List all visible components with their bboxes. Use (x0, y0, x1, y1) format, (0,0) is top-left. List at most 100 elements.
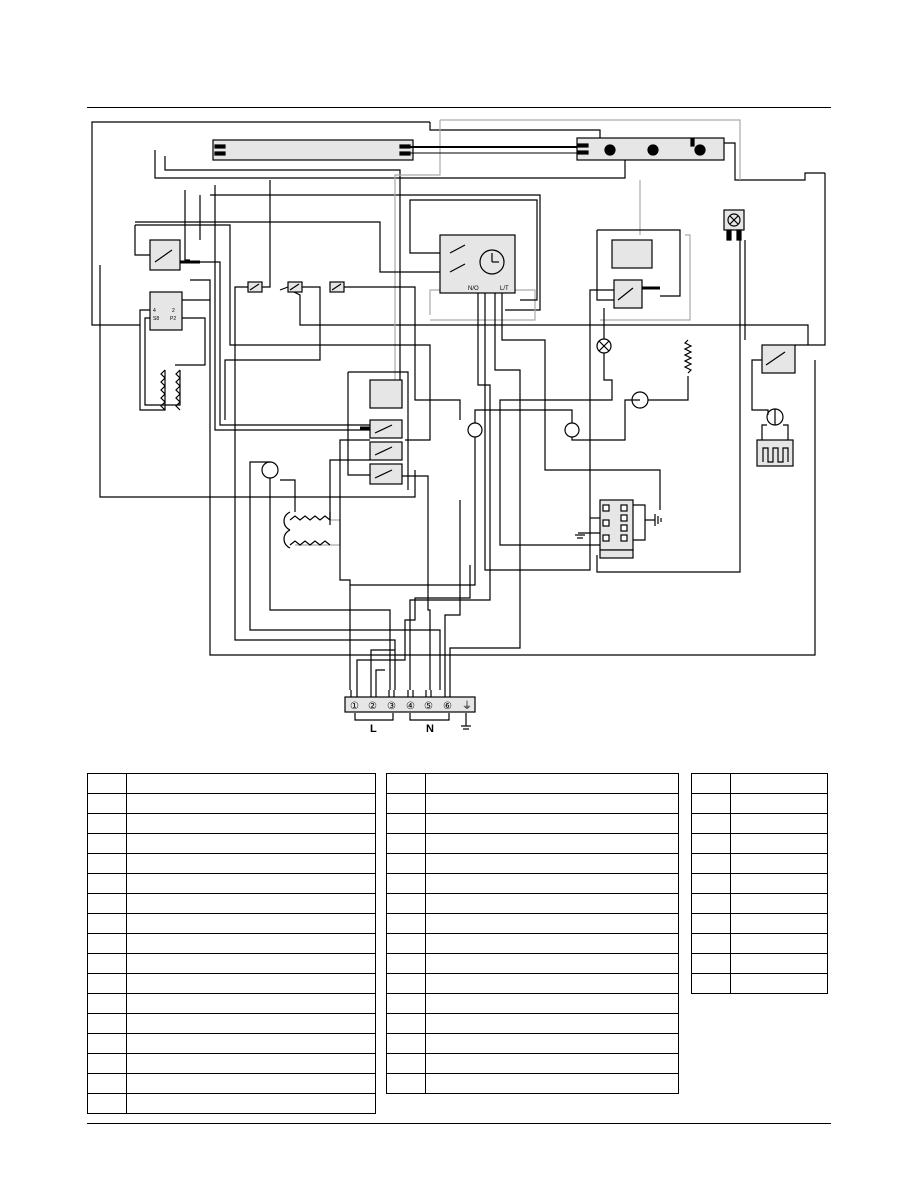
legend-number-cell (386, 933, 426, 954)
timer: N/O L/T (135, 199, 661, 690)
timer-no-label: N/O (468, 286, 479, 292)
legend-row (691, 793, 828, 814)
legend-description-cell (425, 773, 679, 794)
legend-row (87, 1073, 376, 1094)
legend-row (87, 1013, 376, 1034)
legend-number-cell (87, 833, 127, 854)
legend-number-cell (87, 933, 127, 954)
thermostat-right (500, 229, 681, 571)
svg-text:2: 2 (172, 308, 175, 314)
legend-row (87, 813, 376, 834)
legend-description-cell (425, 833, 679, 854)
terminal-block: ① ② ③ ④ ⑤ ⑥ ⏚ L N (344, 500, 476, 735)
legend-description-cell (730, 953, 828, 974)
legend-description-cell (126, 873, 376, 894)
legend-row (691, 973, 828, 994)
legend-row (386, 913, 679, 934)
legend-description-cell (425, 1013, 679, 1034)
legend-row (386, 853, 679, 874)
legend-description-cell (126, 913, 376, 934)
legend-number-cell (691, 853, 731, 874)
legend-description-cell (730, 833, 828, 854)
legend-table-1 (87, 773, 376, 1114)
legend-description-cell (730, 973, 828, 994)
heating-element-long (212, 139, 580, 161)
legend-row (386, 933, 679, 954)
lamp-icon (723, 209, 745, 241)
legend-row (386, 1013, 679, 1034)
door-switch-left (134, 224, 431, 441)
legend-row (386, 793, 679, 814)
legend-description-cell (126, 1053, 376, 1074)
legend-table-3 (691, 773, 828, 994)
oven-lamp (499, 308, 693, 546)
legend-description-cell (425, 813, 679, 834)
legend-number-cell (87, 773, 127, 794)
legend-row (87, 873, 376, 894)
legend-number-cell (87, 793, 127, 814)
legend-number-cell (386, 893, 426, 914)
terminal-2: ② (368, 701, 377, 712)
legend-description-cell (126, 893, 376, 914)
door-switch-right (751, 344, 796, 467)
legend-row (386, 1073, 679, 1094)
legend-table-2 (386, 773, 679, 1094)
legend-description-cell (126, 933, 376, 954)
legend-number-cell (386, 913, 426, 934)
legend-row (691, 813, 828, 834)
legend-row (87, 893, 376, 914)
legend-row (87, 793, 376, 814)
legend-row (691, 893, 828, 914)
legend-number-cell (691, 833, 731, 854)
legend-number-cell (386, 1073, 426, 1094)
legend-row (386, 1053, 679, 1074)
footer-rule (87, 1123, 831, 1124)
legend-description-cell (730, 853, 828, 874)
legend-description-cell (730, 793, 828, 814)
control-panel (576, 137, 725, 161)
legend-description-cell (425, 933, 679, 954)
legend-number-cell (386, 853, 426, 874)
legend-description-cell (425, 1073, 679, 1094)
legend-row (691, 873, 828, 894)
legend-number-cell (87, 1093, 127, 1114)
svg-text:4: 4 (153, 308, 156, 314)
grill-element (280, 479, 331, 549)
legend-description-cell (730, 933, 828, 954)
legend-number-cell (87, 993, 127, 1014)
legend-row (691, 953, 828, 974)
terminal-1: ① (350, 701, 359, 712)
legend-number-cell (87, 953, 127, 974)
legend-row (386, 773, 679, 794)
legend-number-cell (691, 793, 731, 814)
svg-text:S8: S8 (153, 316, 159, 322)
legend-row (87, 1033, 376, 1054)
legend-row (691, 853, 828, 874)
legend-number-cell (691, 973, 731, 994)
legend-row (87, 833, 376, 854)
terminal-earth: ⏚ (462, 700, 472, 712)
legend-description-cell (126, 1013, 376, 1034)
group-label-l: L (370, 723, 377, 735)
legend-number-cell (87, 853, 127, 874)
legend-number-cell (87, 1073, 127, 1094)
legend-number-cell (386, 1013, 426, 1034)
legend-number-cell (87, 1033, 127, 1054)
legend-number-cell (87, 913, 127, 934)
legend-description-cell (730, 773, 828, 794)
switch-row (224, 180, 461, 690)
selector-switch (329, 419, 431, 690)
wiring-diagram: 4 S8 2 P2 N/O L/T (91, 119, 826, 735)
legend-description-cell (425, 793, 679, 814)
legend-number-cell (87, 893, 127, 914)
legend-row (386, 873, 679, 894)
legend-number-cell (386, 813, 426, 834)
legend-number-cell (87, 1053, 127, 1074)
legend-row (691, 773, 828, 794)
legend-row (386, 1033, 679, 1054)
legend-number-cell (691, 873, 731, 894)
legend-number-cell (691, 933, 731, 954)
terminal-4: ④ (406, 701, 415, 712)
legend-number-cell (691, 813, 731, 834)
legend-description-cell (730, 873, 828, 894)
